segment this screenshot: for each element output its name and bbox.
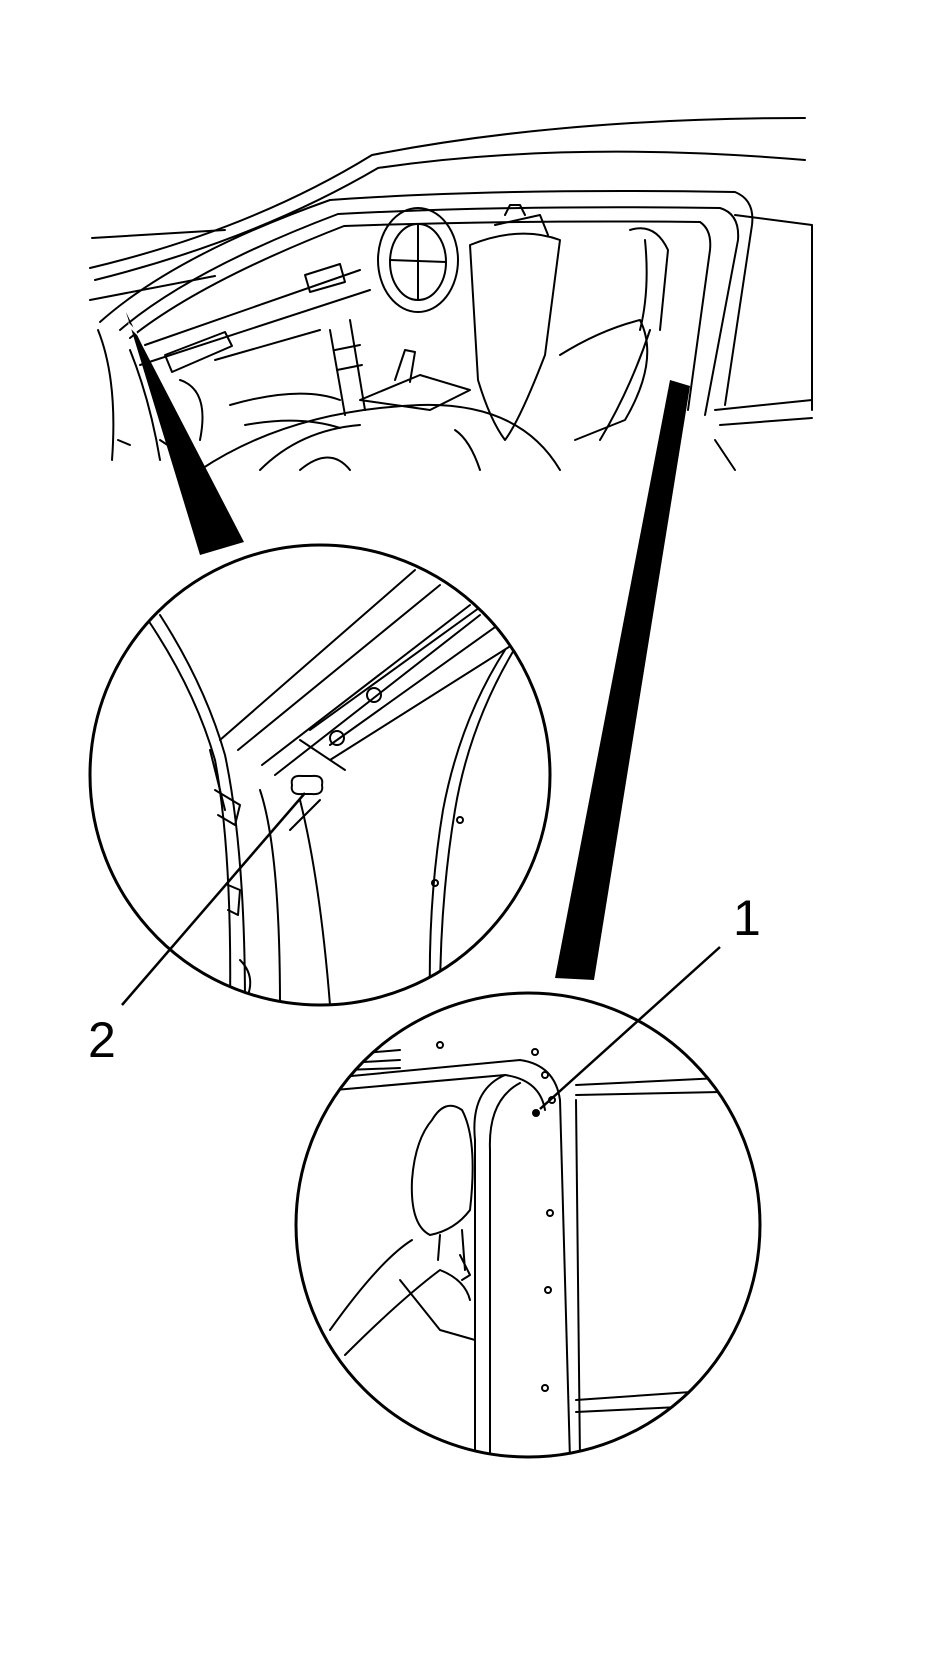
- marked-hole-1: [532, 1109, 540, 1117]
- detail-view-a: 2: [88, 543, 552, 1068]
- callout-1: 1: [733, 890, 761, 946]
- leader-line-1: [539, 946, 721, 1110]
- zoom-wedge-detail-a: [126, 312, 244, 555]
- zoom-leader-wedges: [126, 312, 690, 980]
- leader-line-2: [121, 792, 306, 1006]
- vehicle-door-opening: [89, 117, 813, 471]
- detail-view-b: 1: [294, 890, 762, 1459]
- zoom-wedge-detail-b: [555, 380, 690, 980]
- callout-2: 2: [88, 1012, 116, 1068]
